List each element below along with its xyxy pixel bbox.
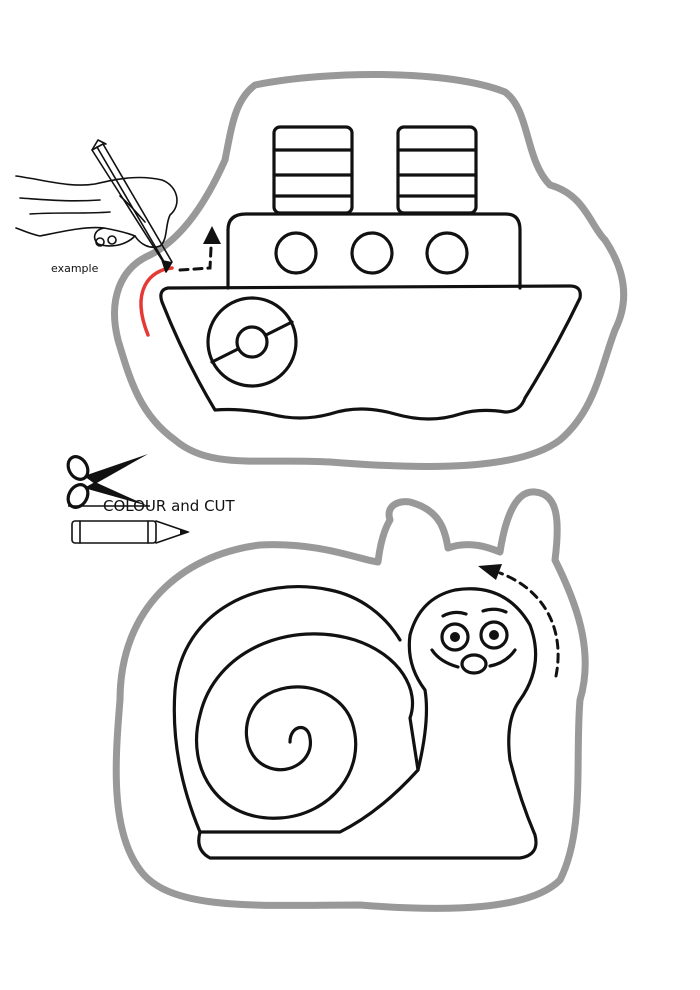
ship-smokestack-left <box>272 125 354 215</box>
ship-trace-path <box>178 246 213 272</box>
pencil-icon <box>71 520 190 544</box>
ship-cut-outline <box>111 71 628 470</box>
porthole-2 <box>350 231 394 275</box>
example-stroke <box>139 266 174 337</box>
ship-cabin <box>226 212 522 290</box>
hand-with-pencil-icon <box>15 139 178 273</box>
life-ring-icon <box>206 296 298 388</box>
porthole-3 <box>425 231 469 275</box>
arrow-icon <box>203 226 221 244</box>
porthole-1 <box>274 231 318 275</box>
arrow-icon <box>478 564 502 580</box>
instruction-label: COLOUR and CUT <box>103 497 236 515</box>
snail-cut-outline <box>112 488 589 912</box>
snail-shell <box>172 585 420 834</box>
ship-smokestack-right <box>396 125 478 215</box>
snail-trace-path <box>498 571 560 678</box>
ship-hull <box>159 284 582 421</box>
snail-body <box>197 587 538 860</box>
ship-cutout: example <box>15 71 628 470</box>
example-label: example <box>51 262 99 275</box>
scissors-icon <box>66 454 150 509</box>
snail-face <box>430 607 517 675</box>
snail-cutout <box>112 488 589 912</box>
